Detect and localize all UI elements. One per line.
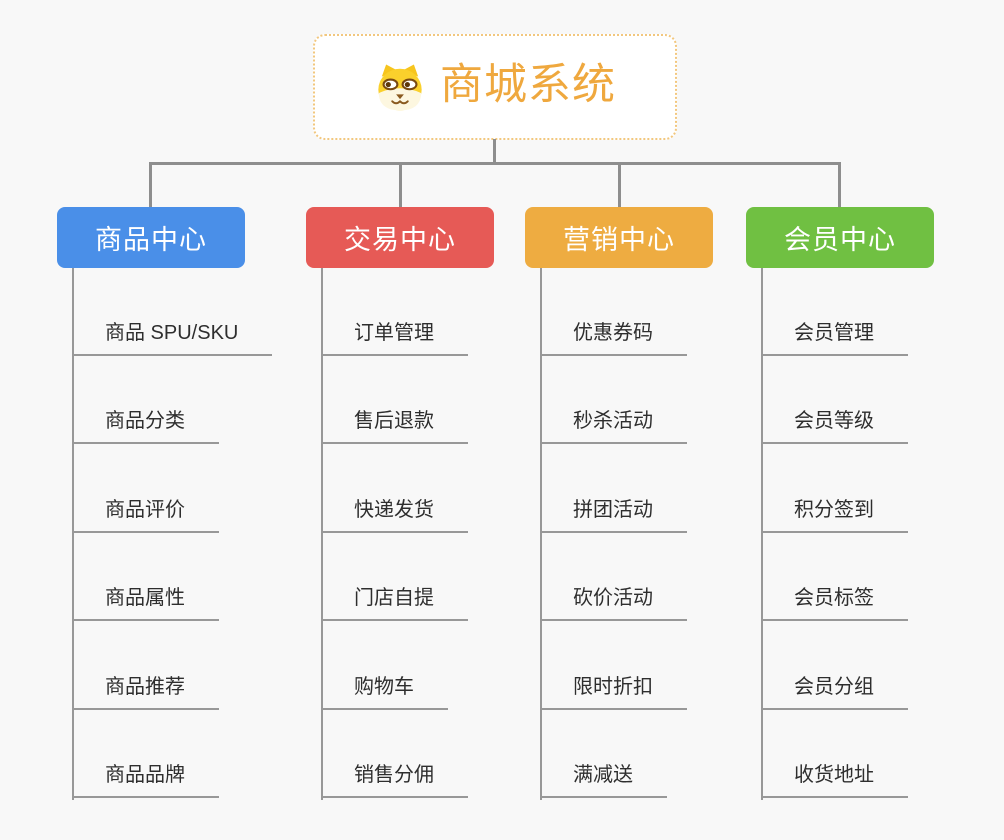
leaf-node[interactable]: 会员等级 bbox=[761, 408, 908, 444]
leaf-node[interactable]: 优惠券码 bbox=[540, 320, 687, 356]
connector-drop-1 bbox=[149, 162, 152, 208]
leaf-node[interactable]: 积分签到 bbox=[761, 497, 908, 533]
branch-spine bbox=[761, 268, 763, 800]
leaf-node[interactable]: 会员管理 bbox=[761, 320, 908, 356]
connector-trunk bbox=[149, 162, 840, 165]
leaf-node[interactable]: 商品分类 bbox=[72, 408, 219, 444]
leaf-node[interactable]: 拼团活动 bbox=[540, 497, 687, 533]
connector-drop-2 bbox=[399, 162, 402, 208]
branch-spine bbox=[321, 268, 323, 800]
leaf-node[interactable]: 商品属性 bbox=[72, 585, 219, 621]
leaf-node[interactable]: 限时折扣 bbox=[540, 674, 687, 710]
branch-header-marketing[interactable]: 营销中心 bbox=[525, 207, 713, 268]
leaf-node[interactable]: 门店自提 bbox=[321, 585, 468, 621]
leaf-node[interactable]: 收货地址 bbox=[761, 762, 908, 798]
leaf-node[interactable]: 满减送 bbox=[540, 762, 667, 798]
leaf-node[interactable]: 商品评价 bbox=[72, 497, 219, 533]
leaf-node[interactable]: 商品 SPU/SKU bbox=[72, 320, 273, 356]
leaf-node[interactable]: 砍价活动 bbox=[540, 585, 687, 621]
branch-header-products[interactable]: 商品中心 bbox=[57, 207, 245, 268]
leaf-node[interactable]: 秒杀活动 bbox=[540, 408, 687, 444]
leaf-node[interactable]: 订单管理 bbox=[321, 320, 468, 356]
shiba-dog-icon bbox=[374, 62, 426, 112]
leaf-node[interactable]: 销售分佣 bbox=[321, 762, 468, 798]
leaf-node[interactable]: 购物车 bbox=[321, 674, 448, 710]
leaf-node[interactable]: 会员标签 bbox=[761, 585, 908, 621]
leaf-node[interactable]: 快递发货 bbox=[321, 497, 468, 533]
connector-drop-4 bbox=[838, 162, 841, 208]
branch-header-members[interactable]: 会员中心 bbox=[746, 207, 934, 268]
root-title: 商城系统 bbox=[440, 60, 616, 109]
leaf-node[interactable]: 会员分组 bbox=[761, 674, 908, 710]
root-node[interactable]: 商城系统 bbox=[313, 34, 677, 140]
leaf-node[interactable]: 商品推荐 bbox=[72, 674, 219, 710]
branch-header-trade[interactable]: 交易中心 bbox=[306, 207, 494, 268]
leaf-node[interactable]: 售后退款 bbox=[321, 408, 468, 444]
connector-root-stub bbox=[493, 139, 496, 163]
connector-drop-3 bbox=[618, 162, 621, 208]
leaf-node[interactable]: 商品品牌 bbox=[72, 762, 219, 798]
branch-spine bbox=[72, 268, 74, 800]
branch-spine bbox=[540, 268, 542, 800]
